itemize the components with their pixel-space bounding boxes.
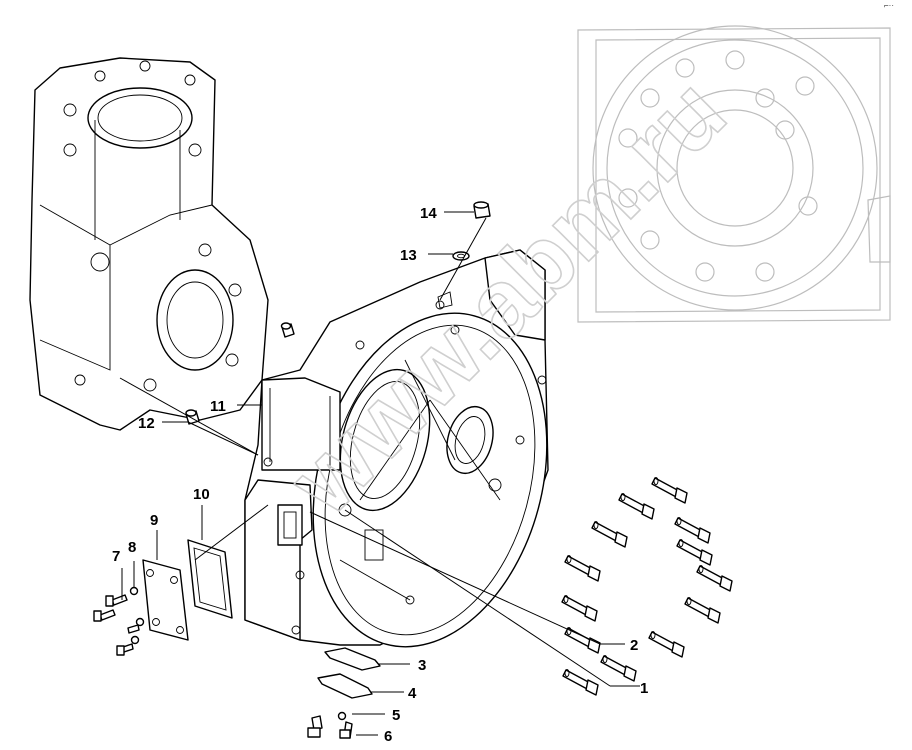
callout-1: 1 (640, 680, 648, 697)
housing-bolts (561, 477, 733, 696)
housing-bolt (618, 493, 655, 520)
washer-13 (452, 251, 470, 261)
callout-11: 11 (210, 398, 226, 415)
housing-bolt (676, 539, 713, 566)
housing-bolt (562, 669, 599, 696)
housing-bolt (696, 565, 733, 592)
corner-mark: ⌐·· (884, 1, 894, 10)
gasket-10 (187, 539, 233, 619)
housing-bolt (591, 521, 628, 548)
gasket-3 (324, 647, 381, 671)
callout-6: 6 (384, 728, 392, 745)
bolt-6 (307, 715, 353, 739)
plug-14 (473, 201, 491, 219)
callout-4: 4 (408, 685, 417, 702)
callout-9: 9 (150, 512, 158, 529)
callout-13: 13 (400, 247, 417, 264)
housing-bolt (648, 631, 685, 658)
washer-8 (129, 586, 139, 596)
cover-plate-9 (142, 559, 189, 641)
callout-3: 3 (418, 657, 426, 674)
leader-lines (119, 211, 640, 736)
housing-bolt (561, 595, 598, 622)
callout-8: 8 (128, 539, 136, 556)
housing-bolt (674, 517, 711, 544)
callout-14: 14 (420, 205, 437, 222)
dowel-pin-upper (280, 322, 295, 338)
callout-10: 10 (193, 486, 210, 503)
housing-bolt (651, 477, 688, 504)
background-housing-rear-view (577, 25, 891, 323)
gasket-4 (317, 673, 373, 699)
housing-bolt (684, 597, 721, 624)
engine-block (29, 57, 269, 431)
washer-5 (337, 711, 347, 721)
callout-12: 12 (138, 415, 155, 432)
callout-labels: 1 2 3 4 5 6 7 8 9 10 11 12 13 14 (112, 205, 648, 745)
cover-screws (93, 586, 145, 656)
callout-5: 5 (392, 707, 400, 724)
flywheel-housing (244, 249, 549, 648)
screw-7 (105, 594, 128, 607)
housing-bolt (600, 655, 637, 682)
housing-bolt (564, 555, 601, 582)
callout-7: 7 (112, 548, 120, 565)
housing-bolt (564, 627, 601, 654)
callout-2: 2 (630, 637, 638, 654)
